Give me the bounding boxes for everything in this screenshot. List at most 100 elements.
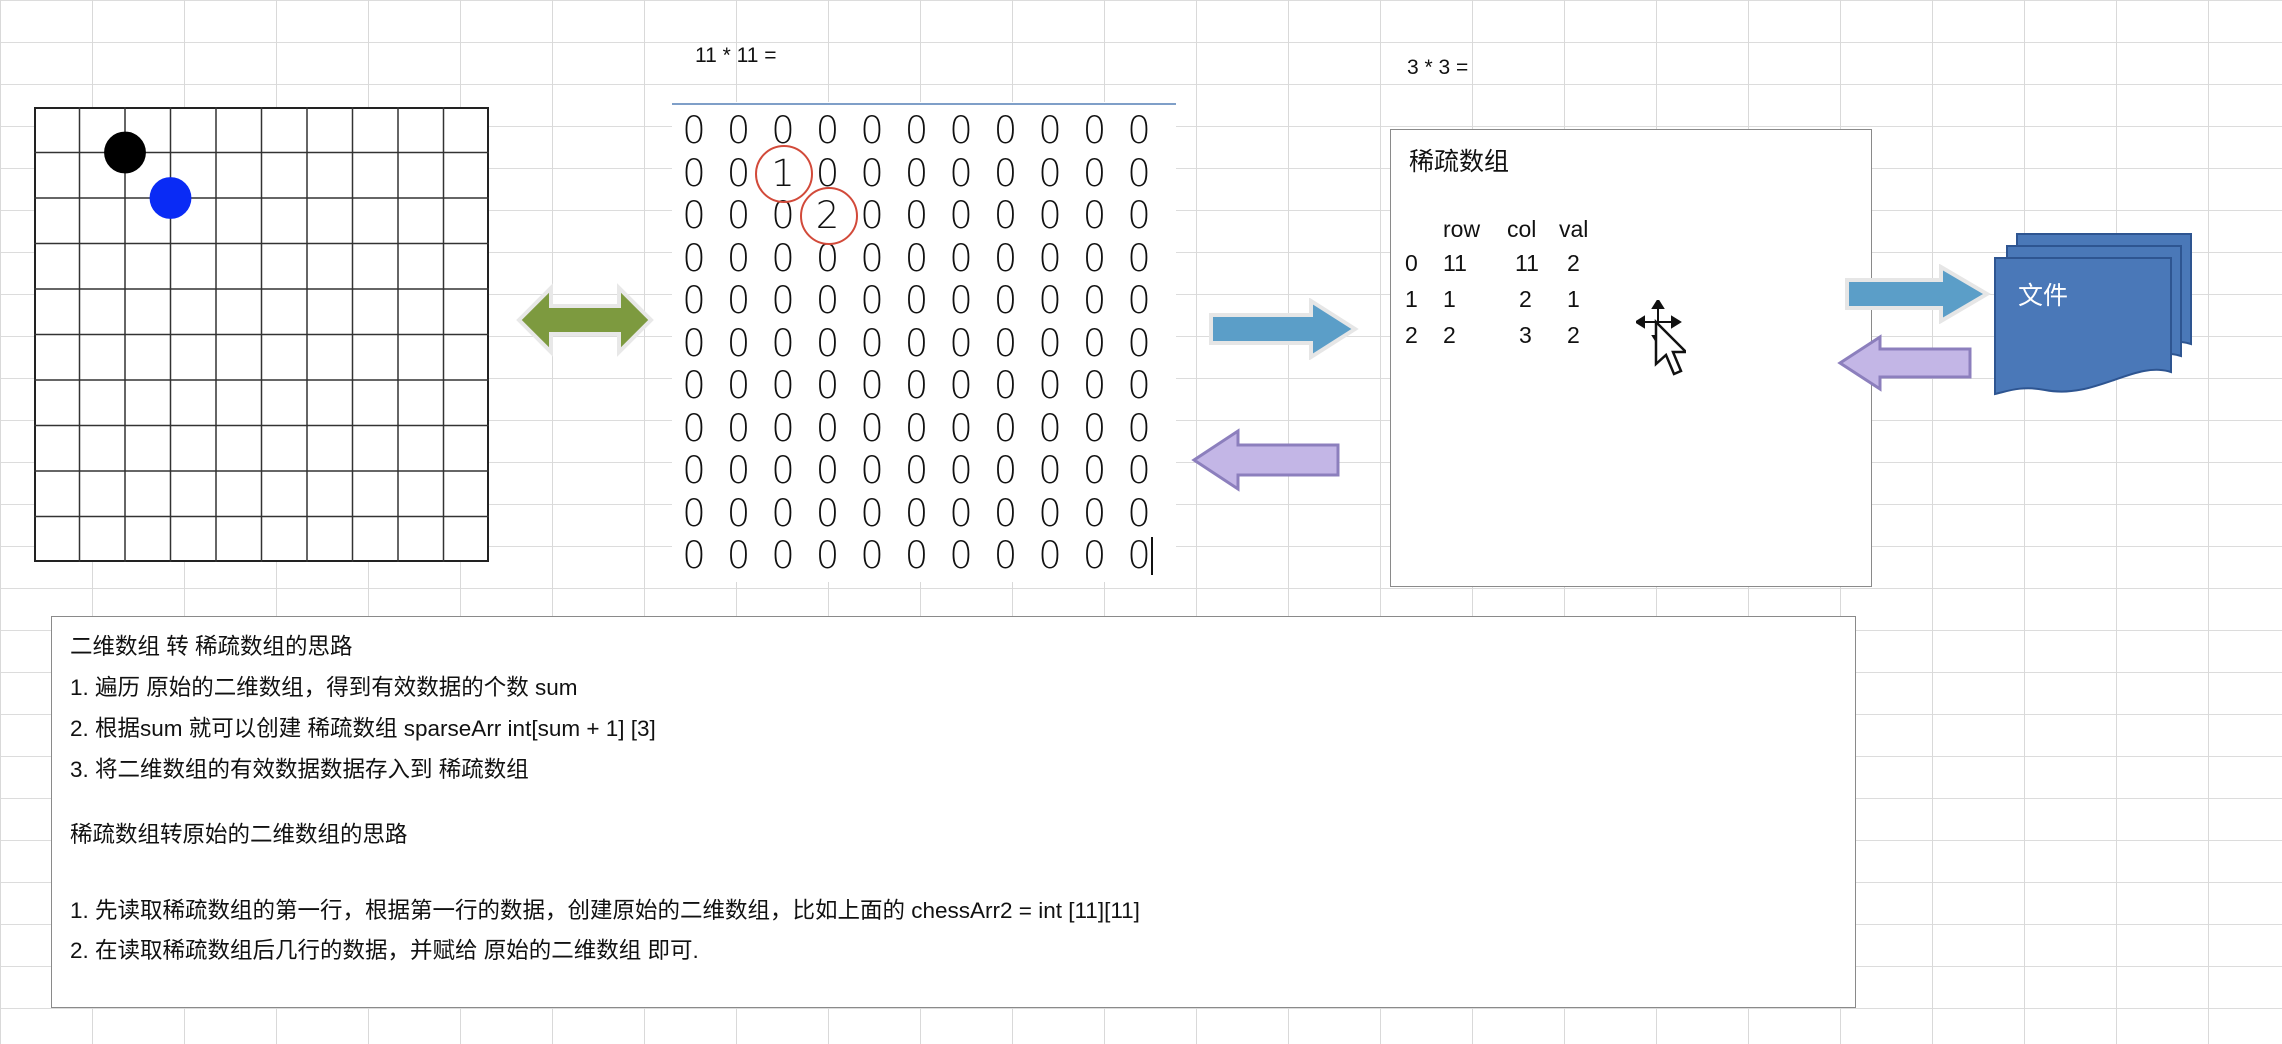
matrix-cell: 0 bbox=[1038, 534, 1062, 577]
sparse-formula-label: 3 * 3 = bbox=[1407, 56, 1469, 79]
matrix-cell: 0 bbox=[993, 321, 1018, 365]
matrix-cell: 0 bbox=[949, 491, 973, 535]
matrix-cell: 0 bbox=[1082, 279, 1107, 322]
matrix-cell: 0 bbox=[726, 406, 751, 450]
matrix-cell: 0 bbox=[682, 449, 706, 492]
matrix-cell: 0 bbox=[726, 491, 751, 535]
matrix-cell: 0 bbox=[1127, 194, 1151, 237]
sparse-index: 0 bbox=[1405, 250, 1418, 276]
matrix-cell: 0 bbox=[949, 449, 973, 492]
matrix-cell: 0 bbox=[1038, 449, 1062, 492]
matrix-cell: 0 bbox=[860, 194, 884, 237]
matrix-cell: 0 bbox=[949, 109, 973, 152]
matrix-cell: 0 bbox=[1082, 491, 1107, 535]
matrix-cell: 0 bbox=[1127, 449, 1151, 492]
matrix-cell: 0 bbox=[860, 109, 884, 152]
matrix-cell: 0 bbox=[904, 534, 929, 577]
matrix-cell: 0 bbox=[904, 194, 929, 237]
sparse-header-col: col bbox=[1507, 216, 1537, 242]
matrix-cell: 0 bbox=[860, 491, 884, 535]
matrix-cell: 0 bbox=[682, 236, 706, 280]
sparse-cell-val: 2 bbox=[1567, 322, 1580, 348]
matrix-cell: 0 bbox=[904, 151, 929, 195]
right-arrow-icon bbox=[1209, 298, 1359, 360]
matrix-cell: 0 bbox=[860, 364, 884, 407]
matrix-cell: 0 bbox=[682, 194, 706, 237]
matrix-cell: 0 bbox=[815, 491, 840, 535]
matrix-cell: 0 bbox=[771, 406, 795, 450]
matrix-cell: 0 bbox=[860, 321, 884, 365]
matrix-cell: 0 bbox=[682, 364, 706, 407]
matrix-cell: 0 bbox=[993, 151, 1018, 195]
matrix-cell: 0 bbox=[682, 279, 706, 322]
matrix-cell: 0 bbox=[860, 236, 884, 280]
load-from-file-arrow-icon bbox=[1837, 334, 1972, 392]
matrix-cell: 0 bbox=[860, 151, 884, 195]
note-line: 1. 遍历 原始的二维数组，得到有效数据的个数 sum bbox=[70, 675, 578, 700]
matrix-cell: 0 bbox=[860, 279, 884, 322]
matrix-cell: 0 bbox=[1038, 279, 1062, 322]
matrix-cell: 0 bbox=[682, 321, 706, 365]
matrix-cell: 0 bbox=[1082, 109, 1107, 152]
note-heading: 二维数组 转 稀疏数组的思路 bbox=[70, 634, 353, 659]
sparse-header-row: row bbox=[1443, 216, 1481, 242]
highlight-circle bbox=[799, 187, 858, 245]
matrix-cell: 0 bbox=[993, 491, 1018, 535]
bidirectional-arrow-icon bbox=[516, 283, 654, 357]
black-stone bbox=[104, 131, 146, 174]
matrix-cell: 0 bbox=[1127, 109, 1151, 152]
matrix-cell: 0 bbox=[771, 534, 795, 577]
matrix-cell: 0 bbox=[1038, 321, 1062, 365]
matrix-top-rule bbox=[672, 103, 1176, 105]
matrix-cell: 0 bbox=[682, 534, 706, 577]
matrix-cell: 0 bbox=[1082, 534, 1107, 577]
matrix-cell: 0 bbox=[726, 321, 751, 365]
sparse-cell-val: 2 bbox=[1567, 250, 1580, 276]
matrix-cell: 0 bbox=[1082, 236, 1107, 280]
save-to-file-arrow-icon bbox=[1845, 264, 1991, 324]
matrix-cell: 0 bbox=[682, 151, 706, 195]
matrix-cell: 0 bbox=[1082, 321, 1107, 365]
matrix-cell: 0 bbox=[1127, 321, 1151, 365]
matrix-cell: 0 bbox=[815, 109, 840, 152]
chessboard-grid bbox=[34, 107, 489, 562]
matrix-cell: 0 bbox=[993, 236, 1018, 280]
matrix-cell: 0 bbox=[682, 406, 706, 450]
matrix-cell: 0 bbox=[904, 236, 929, 280]
matrix-cell: 0 bbox=[860, 406, 884, 450]
matrix-cell: 0 bbox=[1038, 236, 1062, 280]
matrix-cell: 0 bbox=[726, 534, 751, 577]
matrix-cell: 0 bbox=[815, 534, 840, 577]
sparse-array-box: 稀疏数组 row col val 0 11 11 2 1 1 2 1 2 2 3… bbox=[1390, 129, 1872, 587]
file-label: 文件 bbox=[2018, 282, 2069, 310]
matrix-cell: 0 bbox=[815, 236, 840, 280]
sparse-cell-col: 11 bbox=[1515, 250, 1539, 276]
matrix-cell: 0 bbox=[682, 109, 706, 152]
matrix-cell: 0 bbox=[815, 406, 840, 450]
matrix-formula-label: 11 * 11 = bbox=[695, 44, 777, 67]
matrix-cell: 0 bbox=[860, 534, 884, 577]
sparse-cell-val: 1 bbox=[1567, 286, 1580, 312]
matrix-cell: 0 bbox=[1082, 364, 1107, 407]
matrix-cell: 0 bbox=[726, 194, 751, 237]
matrix-cell: 0 bbox=[993, 449, 1018, 492]
matrix-cell: 0 bbox=[1127, 236, 1151, 280]
matrix-cell: 0 bbox=[949, 364, 973, 407]
note-heading: 稀疏数组转原始的二维数组的思路 bbox=[70, 822, 408, 847]
matrix-cell: 0 bbox=[1082, 406, 1107, 450]
matrix-cell: 0 bbox=[1082, 151, 1107, 195]
matrix-cell: 0 bbox=[1127, 279, 1151, 322]
blue-stone bbox=[149, 177, 192, 219]
matrix-cell: 0 bbox=[904, 364, 929, 407]
matrix-cell: 0 bbox=[682, 491, 706, 535]
matrix-cell: 0 bbox=[771, 364, 795, 407]
